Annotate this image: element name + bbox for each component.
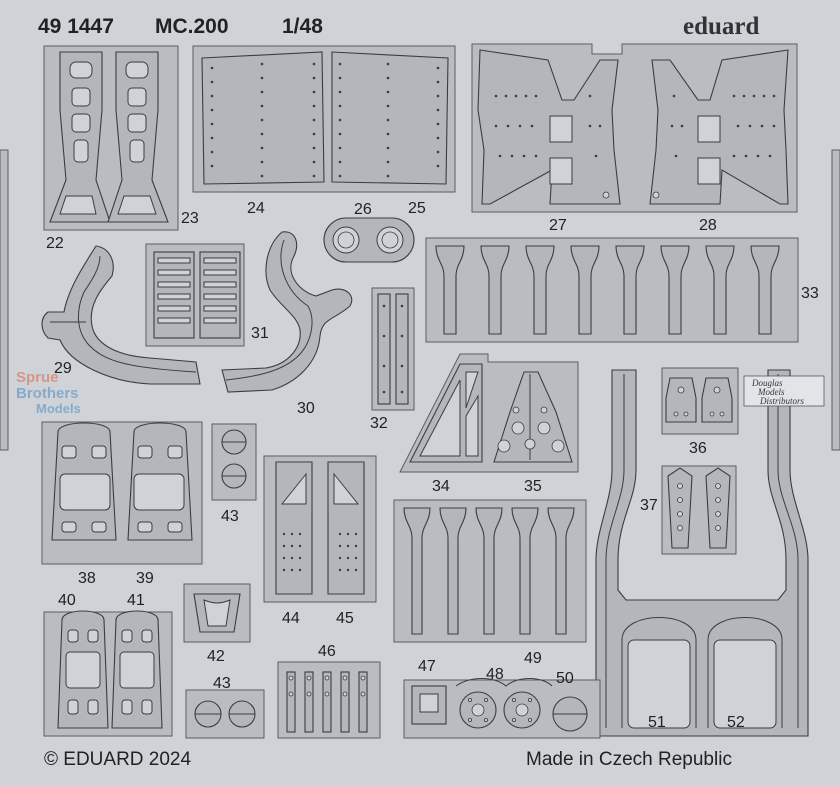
label-part-43-upper: 43 — [221, 508, 239, 525]
part-33 — [425, 237, 799, 343]
watermark-line-3: Models — [36, 401, 81, 416]
part-24-25-frame — [192, 45, 456, 193]
label-part-35: 35 — [524, 478, 542, 495]
label-part-43-lower: 43 — [213, 675, 231, 692]
label-part-47: 47 — [418, 658, 436, 675]
label-part-22: 22 — [46, 235, 64, 252]
part-37 — [661, 465, 737, 555]
label-part-31: 31 — [251, 325, 269, 342]
watermark-line-1: Sprue — [16, 369, 59, 386]
label-part-44: 44 — [282, 610, 300, 627]
part-51-52 — [595, 369, 809, 737]
part-43-lower — [185, 689, 265, 739]
distributor-line-3: Distributors — [759, 396, 805, 406]
label-part-27: 27 — [549, 217, 567, 234]
part-29 — [41, 245, 201, 385]
part-36 — [661, 367, 739, 435]
label-part-28: 28 — [699, 217, 717, 234]
label-part-42: 42 — [207, 648, 225, 665]
part-43-upper — [211, 423, 257, 501]
fret-edge-left — [0, 149, 9, 451]
part-45 — [327, 461, 365, 595]
part-22-23-frame — [43, 45, 179, 231]
label-part-25: 25 — [408, 200, 426, 217]
label-part-45: 45 — [336, 610, 354, 627]
label-part-29: 29 — [54, 360, 72, 377]
part-32 — [371, 287, 415, 411]
part-27 — [477, 49, 621, 205]
label-part-48: 48 — [486, 666, 504, 683]
part-26 — [323, 217, 415, 263]
part-42 — [183, 583, 251, 643]
model-name: MC.200 — [155, 15, 229, 38]
part-23 — [107, 51, 169, 223]
part-38-39-frame — [41, 421, 203, 565]
copyright: © EDUARD 2024 — [44, 749, 191, 770]
origin: Made in Czech Republic — [526, 749, 732, 770]
part-44-45-frame — [263, 455, 377, 603]
label-part-34: 34 — [432, 478, 450, 495]
part-24 — [201, 51, 325, 185]
label-part-30: 30 — [297, 400, 315, 417]
part-40-41-frame — [43, 610, 173, 737]
spruebrothers-watermark: Sprue Brothers Models — [16, 369, 81, 416]
label-part-39: 39 — [136, 570, 154, 587]
label-part-23: 23 — [181, 210, 199, 227]
label-part-46: 46 — [318, 643, 336, 660]
label-part-36: 36 — [689, 440, 707, 457]
watermark-line-2: Brothers — [16, 385, 79, 402]
label-part-52: 52 — [727, 714, 745, 731]
label-part-51: 51 — [648, 714, 666, 731]
part-34-35-frame — [399, 353, 579, 473]
fret-edge-right — [831, 149, 840, 451]
label-part-26: 26 — [354, 201, 372, 218]
scale: 1/48 — [282, 15, 323, 38]
part-31 — [145, 243, 245, 347]
brand-logo: eduard — [683, 13, 760, 40]
part-27-28-frame — [471, 43, 798, 213]
part-46 — [277, 661, 381, 739]
distributor-line-1: Douglas — [751, 378, 783, 388]
label-part-32: 32 — [370, 415, 388, 432]
part-49 — [393, 499, 587, 643]
distributor-line-2: Models — [757, 387, 785, 397]
label-part-41: 41 — [127, 592, 145, 609]
label-part-38: 38 — [78, 570, 96, 587]
label-part-33: 33 — [801, 285, 819, 302]
part-47-48-50-frame — [403, 678, 601, 739]
label-part-37: 37 — [640, 497, 658, 514]
part-30 — [221, 231, 353, 393]
part-25 — [331, 51, 449, 185]
label-part-49: 49 — [524, 650, 542, 667]
label-part-24: 24 — [247, 200, 265, 217]
distributor-watermark: Douglas Models Distributors — [743, 375, 825, 407]
part-44 — [275, 461, 313, 595]
label-part-50: 50 — [556, 670, 574, 687]
part-35 — [493, 371, 573, 463]
label-part-40: 40 — [58, 592, 76, 609]
product-code: 49 1447 — [38, 15, 114, 38]
